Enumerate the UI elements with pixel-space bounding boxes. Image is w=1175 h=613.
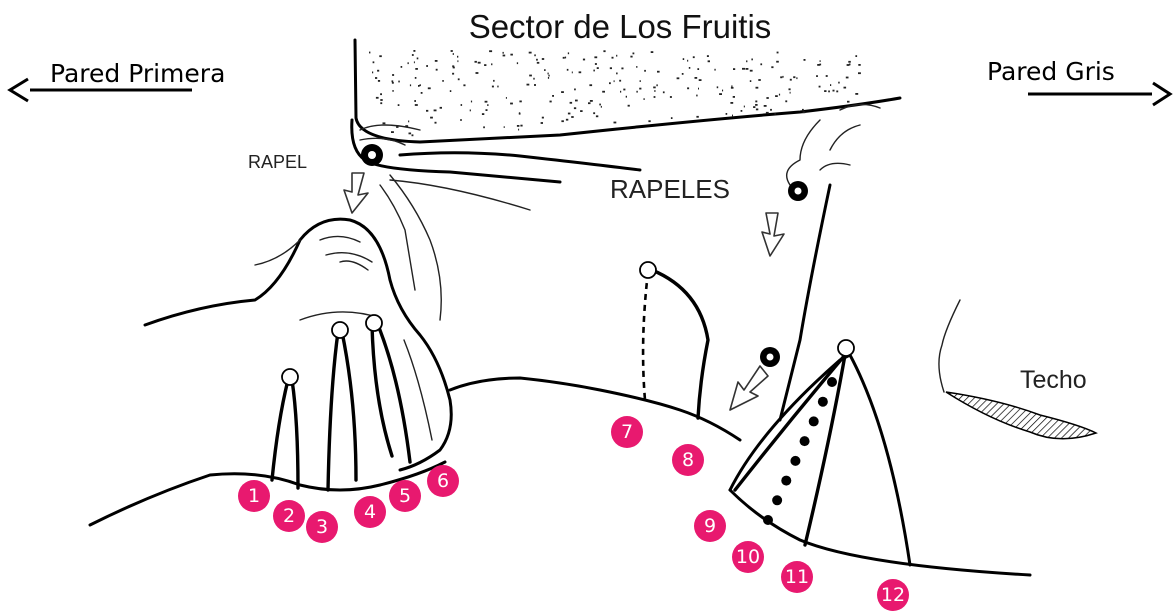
route-marker-7: 7 — [611, 416, 643, 448]
rappel-anchor-icon — [760, 347, 780, 367]
route-marker-2: 2 — [273, 500, 305, 532]
dotted-summit — [355, 40, 900, 142]
route-number: 4 — [364, 501, 376, 523]
route-marker-11: 11 — [781, 561, 813, 593]
route-marker-10: 10 — [732, 541, 764, 573]
route-number: 2 — [283, 505, 295, 527]
techo-label: Techo — [1020, 366, 1087, 394]
route-marker-6: 6 — [427, 465, 459, 497]
rappel-arrow-icon — [730, 366, 768, 410]
route-number: 10 — [736, 546, 760, 568]
rappel-arrow-icon — [344, 173, 368, 213]
rappel-anchor-icon — [788, 181, 808, 201]
nav-right[interactable]: Pared Gris — [987, 57, 1170, 105]
route-marker-4: 4 — [354, 496, 386, 528]
route-marker-5: 5 — [389, 480, 421, 512]
rappel-arrow-icon — [762, 213, 784, 256]
route-number: 8 — [682, 449, 694, 471]
ground-lines — [90, 185, 1030, 575]
route-number: 5 — [399, 485, 411, 507]
nav-left-label[interactable]: Pared Primera — [50, 59, 225, 88]
rappel-anchor-icon — [361, 144, 383, 166]
right-arrow-icon — [1028, 83, 1170, 105]
nav-left[interactable]: Pared Primera — [10, 59, 225, 101]
route-number: 6 — [437, 470, 449, 492]
route-marker-9: 9 — [694, 510, 726, 542]
page-title: Sector de Los Fruitis — [469, 8, 772, 45]
route-marker-1: 1 — [238, 480, 270, 512]
rapeles-label: RAPELES — [610, 174, 730, 204]
route-lines-middle — [640, 262, 708, 418]
route-number: 7 — [621, 421, 633, 443]
route-number: 11 — [785, 566, 809, 588]
route-number: 12 — [881, 584, 905, 606]
route-number: 3 — [316, 516, 328, 538]
route-marker-8: 8 — [672, 444, 704, 476]
route-number: 1 — [248, 485, 260, 507]
route-marker-3: 3 — [306, 511, 338, 543]
nav-right-label[interactable]: Pared Gris — [987, 57, 1115, 86]
rapel-label: RAPEL — [248, 152, 307, 172]
route-marker-12: 12 — [877, 579, 909, 611]
route-lines-left — [272, 315, 410, 490]
route-number: 9 — [704, 515, 716, 537]
